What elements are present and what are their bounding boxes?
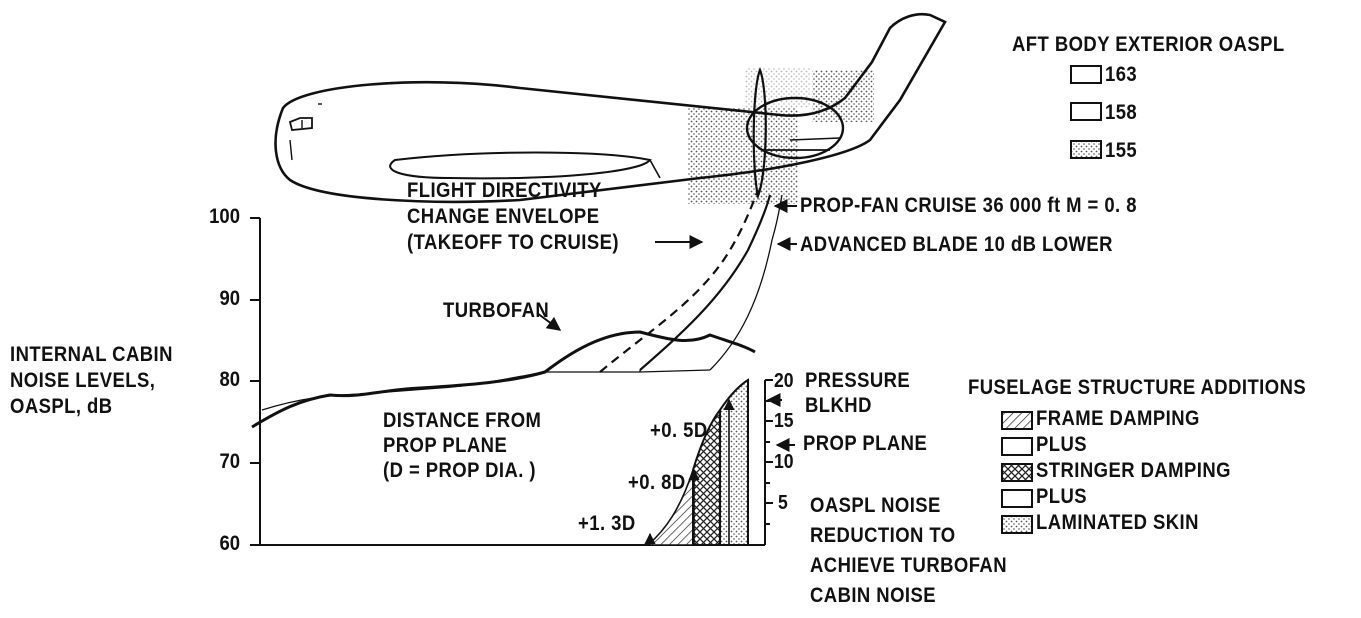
- legend-top-title: AFT BODY EXTERIOR OASPL: [1012, 33, 1285, 56]
- legend-bottom-laminated-skin: LAMINATED SKIN: [1036, 511, 1199, 534]
- chart-axes: [250, 217, 773, 546]
- turbofan-label: TURBOFAN: [443, 299, 550, 322]
- distance-mark-13d: +1. 3D: [578, 512, 636, 535]
- arrows: [536, 199, 797, 545]
- fuselage: [274, 12, 947, 204]
- legend-bottom-frame-damping: FRAME DAMPING: [1036, 407, 1200, 430]
- legend-bottom-stringer-damping: STRINGER DAMPING: [1036, 459, 1231, 482]
- legend-top-item-155: 155: [1105, 139, 1138, 162]
- propfan-blade: [752, 67, 767, 200]
- distance-mark-08d: +0. 8D: [628, 471, 686, 494]
- advanced-blade-curve: [639, 194, 772, 371]
- distance-mark-05d: +0. 5D: [650, 419, 708, 442]
- prop-plane-label: PROP PLANE: [803, 432, 928, 455]
- legend-bottom-plus-1: PLUS: [1036, 433, 1088, 456]
- reduction-areas: [645, 378, 749, 546]
- y-tick-60: 60: [219, 532, 240, 555]
- turbofan-curve: [251, 330, 756, 429]
- y-axis-label-line2: NOISE LEVELS,: [10, 369, 156, 392]
- y-tick-90: 90: [219, 287, 240, 310]
- directivity-label-line3: (TAKEOFF TO CRUISE): [407, 231, 619, 254]
- pressure-blkhd-line2: BLKHD: [805, 394, 872, 417]
- wing: [389, 151, 652, 180]
- legend-top-item-163: 163: [1105, 63, 1138, 86]
- reduction-label-line1: OASPL NOISE: [810, 494, 941, 517]
- tail-region-155: [812, 70, 874, 122]
- right-tick-20: 20: [774, 370, 794, 392]
- propfan-cruise-label: PROP-FAN CRUISE 36 000 ft M = 0. 8: [800, 194, 1137, 217]
- y-tick-70: 70: [219, 450, 240, 473]
- curves: [251, 189, 783, 429]
- propfan-cruise-curve: [599, 189, 760, 373]
- y-tick-80: 80: [219, 368, 240, 391]
- directivity-label-line1: FLIGHT DIRECTIVITY: [407, 179, 602, 202]
- y-tick-100: 100: [209, 205, 240, 228]
- reduction-label-line4: CABIN NOISE: [810, 584, 937, 607]
- right-tick-10: 10: [774, 451, 794, 473]
- y-axis-label-line3: OASPL, dB: [10, 395, 113, 418]
- airplane-illustration: [274, 12, 947, 204]
- legend-bottom-title: FUSELAGE STRUCTURE ADDITIONS: [968, 376, 1307, 399]
- directivity-label-line2: CHANGE ENVELOPE: [407, 205, 600, 228]
- legend-bottom-swatches: [1001, 411, 1033, 534]
- legend-top-swatches: [1070, 65, 1102, 159]
- legend-top-item-158: 158: [1105, 101, 1138, 124]
- pressure-blkhd-line1: PRESSURE: [805, 369, 911, 392]
- laminated-skin-area: [719, 378, 749, 546]
- distance-label-line1: DISTANCE FROM: [383, 409, 542, 432]
- reduction-label-line2: REDUCTION TO: [810, 524, 956, 547]
- right-tick-5: 5: [778, 492, 788, 514]
- right-tick-15: 15: [774, 410, 794, 432]
- y-axis-label-line1: INTERNAL CABIN: [10, 343, 173, 366]
- reduction-label-line3: ACHIEVE TURBOFAN: [810, 554, 1007, 577]
- advanced-blade-label: ADVANCED BLADE 10 dB LOWER: [800, 233, 1113, 256]
- envelope-lower: [261, 369, 711, 411]
- propfan-ring: [745, 96, 845, 160]
- distance-label-line3: (D = PROP DIA. ): [383, 459, 537, 482]
- distance-label-line2: PROP PLANE: [383, 434, 508, 457]
- legend-bottom-plus-2: PLUS: [1036, 485, 1088, 508]
